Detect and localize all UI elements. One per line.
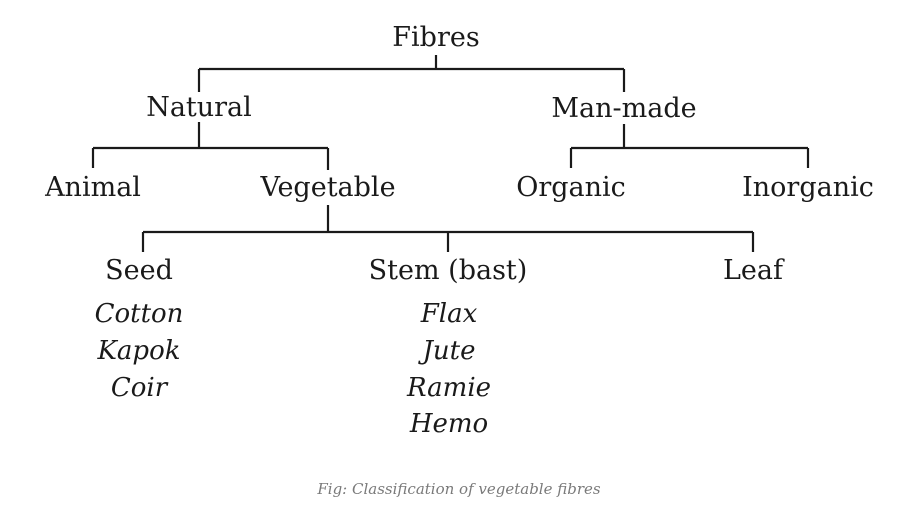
connector-natural: [91, 122, 330, 170]
node-organic: Organic: [516, 172, 626, 203]
example-seed: Cotton: [95, 299, 184, 329]
example-stem: Hemo: [409, 409, 488, 439]
example-stem: Flax: [420, 299, 478, 329]
node-animal: Animal: [44, 172, 141, 203]
node-inorganic: Inorganic: [742, 172, 874, 203]
node-fibres: Fibres: [392, 22, 479, 53]
example-stem: Jute: [417, 336, 475, 366]
node-stem-bast: Stem (bast): [369, 255, 528, 286]
connector-vegetable: [141, 205, 755, 252]
example-seed: Coir: [111, 373, 169, 403]
example-stem: Ramie: [406, 373, 491, 403]
node-seed: Seed: [105, 255, 173, 286]
connector-fibres: [197, 55, 626, 92]
connector-man-made: [569, 124, 810, 168]
node-man-made: Man-made: [551, 93, 696, 124]
node-leaf: Leaf: [723, 255, 785, 286]
figure-caption: Fig: Classification of vegetable fibres: [316, 480, 601, 498]
example-seed: Kapok: [97, 336, 181, 366]
node-natural: Natural: [146, 92, 252, 123]
node-vegetable: Vegetable: [259, 172, 395, 203]
connectors: [91, 55, 810, 252]
